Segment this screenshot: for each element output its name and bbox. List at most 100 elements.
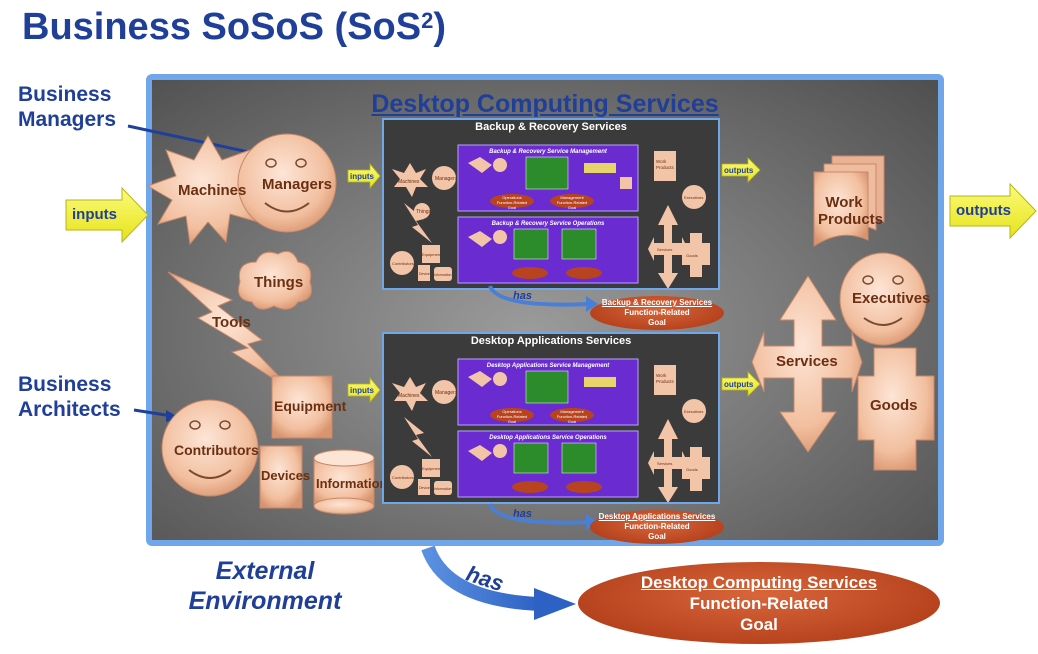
mini-tools-shape [404, 203, 432, 243]
svg-text:Contributors: Contributors [392, 475, 414, 480]
mini-things-shape [414, 203, 430, 219]
information-label: Information [316, 476, 388, 491]
panel-bottom-has-label: has [513, 508, 532, 520]
svg-text:Operations: Operations [502, 409, 522, 414]
panel-bottom-title: Desktop Applications Services [470, 335, 632, 347]
equipment-label: Equipment [274, 398, 347, 414]
mini-information-label: Information [434, 273, 452, 277]
svg-text:Management: Management [560, 409, 584, 414]
mini-devices-shape [418, 265, 430, 281]
devices-label: Devices [261, 468, 311, 483]
outputs-arrow [949, 182, 1037, 240]
top-mgmt-title: Backup & Recovery Service Management [489, 149, 608, 155]
panel-top-outputs-arrow [721, 157, 761, 183]
contributors-label: Contributors [174, 442, 259, 458]
main-has-arrow [421, 545, 576, 620]
mini-equipment-label: Equipment [422, 252, 442, 257]
mini-managers-shape [432, 166, 456, 190]
things-label: Things [254, 274, 304, 291]
managers-label: Managers [262, 176, 333, 193]
mini-goods-shape [682, 233, 710, 277]
panel-bottom-goal: Desktop Applications Services Function-R… [590, 510, 724, 544]
contributors-shape [161, 399, 259, 497]
work-products-shape [813, 155, 885, 247]
executives-label: Executives [852, 290, 931, 307]
inputs-arrow [65, 186, 149, 244]
outputs-label: outputs [956, 202, 1011, 219]
managers-shape [237, 133, 337, 233]
svg-text:Goal: Goal [508, 419, 517, 424]
main-goal: Desktop Computing Services Function-Rela… [578, 562, 940, 644]
svg-text:Goal: Goal [568, 205, 577, 210]
tools-label: Tools [212, 314, 251, 331]
svg-text:Managers: Managers [435, 390, 458, 396]
svg-text:Goods: Goods [686, 253, 698, 258]
svg-text:Work: Work [656, 159, 667, 164]
top-mgmt-green-box [525, 156, 569, 190]
panel-top-has-arrow [488, 285, 598, 312]
goods-shape [857, 347, 935, 471]
panel-backup-recovery: Backup & Recovery Services Machines Mana… [382, 118, 720, 290]
frame-title: Desktop Computing Services [371, 90, 719, 118]
svg-text:Goal: Goal [568, 419, 577, 424]
panel-bottom-inputs-arrow [347, 376, 381, 404]
executives-shape [839, 252, 927, 346]
panel-top-inputs-arrow [347, 162, 381, 190]
panel-top-canvas: Machines Managers Things Contributors Eq… [390, 144, 710, 288]
svg-text:Goal: Goal [508, 205, 517, 210]
mini-devices-label: Devices [419, 272, 432, 276]
mini-machines-shape [392, 163, 428, 197]
svg-text:Management: Management [560, 195, 584, 200]
bottom-ops-title: Desktop Applications Service Operations [489, 435, 607, 441]
svg-text:Function-Related: Function-Related [557, 200, 587, 205]
svg-text:Executives: Executives [684, 195, 703, 200]
svg-text:Services: Services [657, 461, 672, 466]
goods-label: Goods [870, 397, 918, 414]
mini-machines-label: Machines [398, 179, 420, 185]
mini-information-shape [434, 267, 452, 281]
mini-contributors-shape [390, 251, 414, 275]
svg-text:Work: Work [656, 373, 667, 378]
devices-shape [259, 445, 303, 509]
mini-equipment-shape [422, 245, 440, 263]
services-label: Services [776, 353, 838, 370]
panel-bottom-has-arrow [488, 503, 598, 530]
information-shape [313, 449, 375, 515]
top-ops-title: Backup & Recovery Service Operations [492, 221, 605, 227]
mini-work-products-shape [654, 151, 676, 181]
mini-services-shape [648, 205, 688, 288]
top-ops-goal-ellipse [490, 194, 534, 208]
panel-top-goal: Backup & Recovery Services Function-Rela… [590, 296, 724, 330]
machines-label: Machines [178, 182, 247, 199]
svg-text:Function-Related: Function-Related [497, 414, 527, 419]
panel-bottom-outputs-label: outputs [724, 380, 754, 389]
panel-top-inputs-label: inputs [350, 172, 374, 181]
svg-text:Information: Information [434, 487, 452, 491]
services-shape [751, 275, 863, 453]
svg-text:Devices: Devices [419, 486, 432, 490]
mini-things-label: Things [416, 209, 432, 215]
equipment-shape [271, 375, 333, 439]
svg-text:Executives: Executives [684, 409, 703, 414]
panel-bottom-inputs-label: inputs [350, 386, 374, 395]
svg-text:Products: Products [656, 165, 675, 170]
mini-contributors-label: Contributors [392, 261, 414, 266]
mini-managers-label: Managers [435, 176, 458, 182]
panel-desktop-applications: Desktop Applications Services Machines M… [382, 332, 720, 504]
svg-text:Products: Products [656, 379, 675, 384]
panel-top-has-label: has [513, 290, 532, 302]
panel-bottom-canvas: Machines Managers Contributors Equipment… [390, 358, 710, 502]
svg-text:Equipment: Equipment [422, 466, 442, 471]
panel-top-outputs-label: outputs [724, 166, 754, 175]
svg-text:Operations: Operations [502, 195, 522, 200]
svg-text:Function-Related: Function-Related [557, 414, 587, 419]
svg-text:Machines: Machines [398, 393, 420, 399]
panel-top-title: Backup & Recovery Services [475, 121, 627, 133]
mini-executives-shape [682, 185, 706, 209]
top-mgmt-goal-ellipse [550, 194, 594, 208]
things-shape [238, 250, 312, 310]
